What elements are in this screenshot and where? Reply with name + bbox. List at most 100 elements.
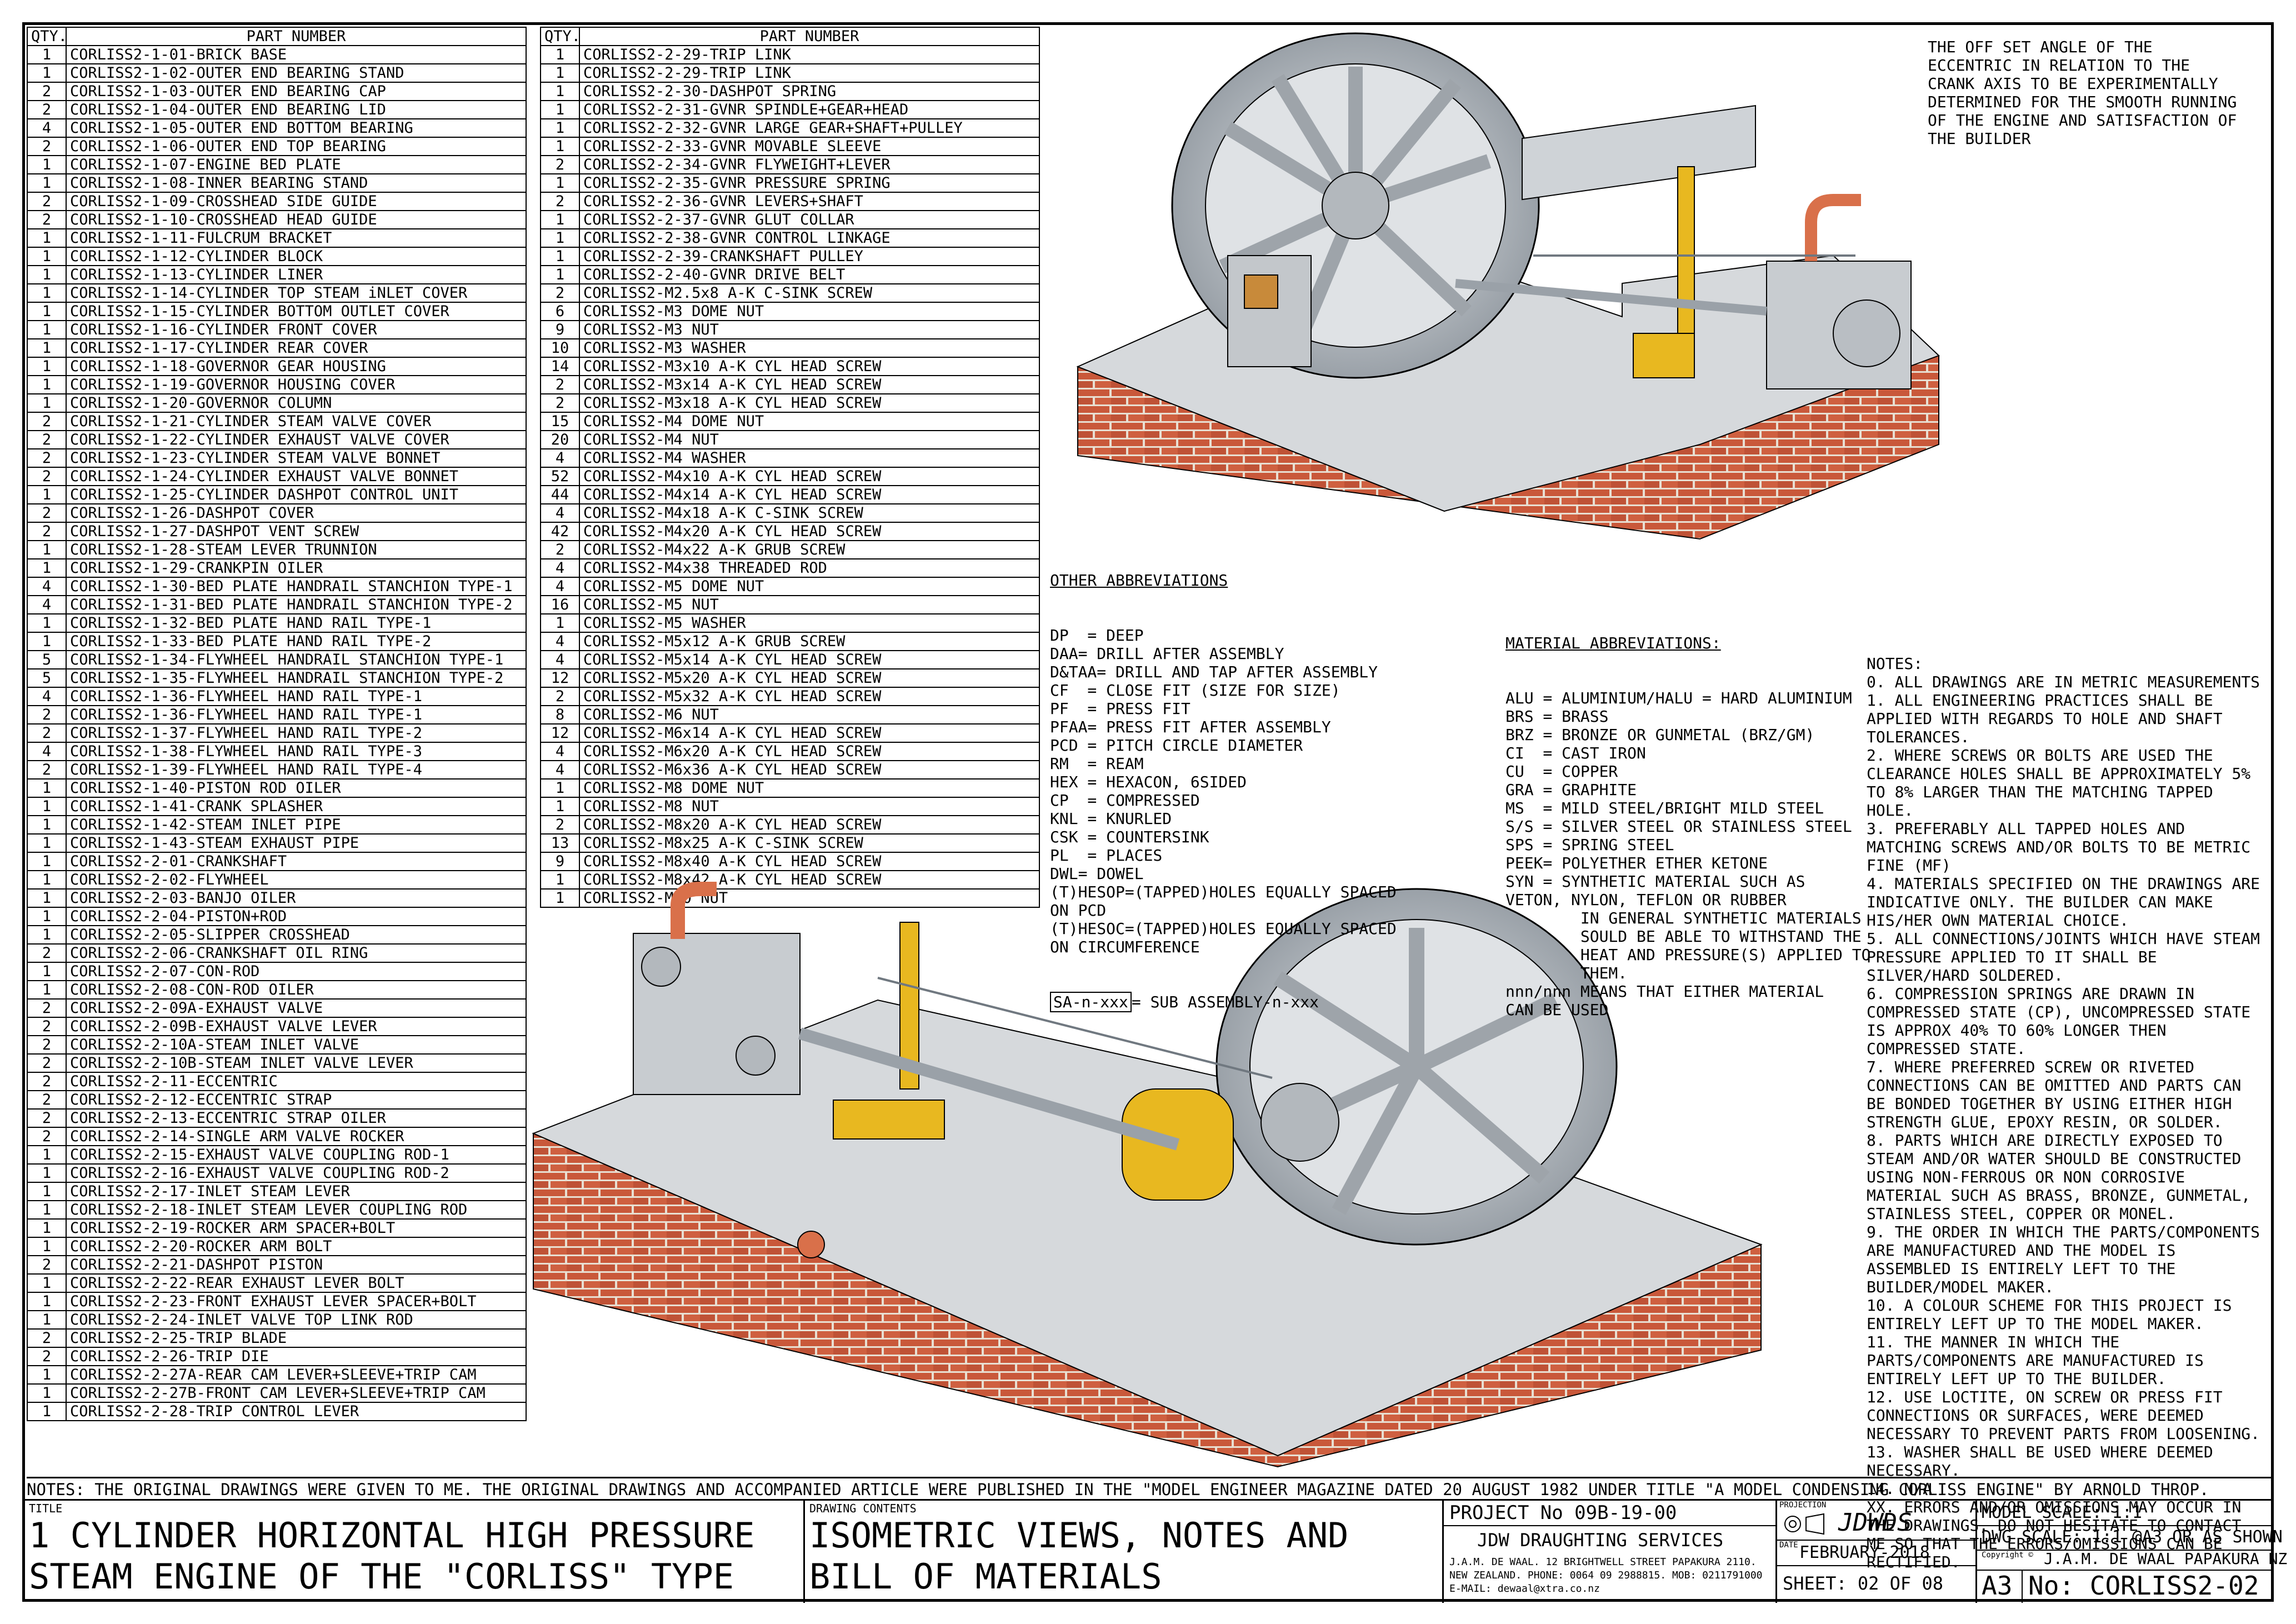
part-number-cell: CORLISS2-1-17-CYLINDER REAR COVER bbox=[66, 338, 527, 358]
part-number-cell: CORLISS2-1-33-BED PLATE HAND RAIL TYPE-2 bbox=[66, 632, 527, 651]
part-number-cell: CORLISS2-M4x14 A-K CYL HEAD SCREW bbox=[579, 485, 1040, 504]
part-number-cell: CORLISS2-2-19-ROCKER ARM SPACER+BOLT bbox=[66, 1218, 527, 1238]
part-number-cell: CORLISS2-M8x40 A-K CYL HEAD SCREW bbox=[579, 852, 1040, 871]
qty-cell: 1 bbox=[540, 118, 580, 138]
part-number-cell: CORLISS2-1-28-STEAM LEVER TRUNNION bbox=[66, 540, 527, 559]
part-number-cell: CORLISS2-2-26-TRIP DIE bbox=[66, 1347, 527, 1366]
abbreviation-line: PF = PRESS FIT bbox=[1050, 699, 1190, 718]
part-number-cell: CORLISS2-M4x10 A-K CYL HEAD SCREW bbox=[579, 467, 1040, 486]
qty-cell: 1 bbox=[27, 870, 67, 890]
qty-cell: 2 bbox=[27, 522, 67, 541]
sub-assembly-text: = SUB ASSEMBLY-n-xxx bbox=[1131, 993, 1319, 1011]
part-number-cell: CORLISS2-2-06-CRANKSHAFT OIL RING bbox=[66, 943, 527, 963]
scale-cell: MODEL SCALE: 1:1 DWG SCALE: 1:1 @A3 OR A… bbox=[1977, 1501, 2287, 1603]
piston-rod bbox=[798, 1027, 1180, 1151]
part-number-cell: CORLISS2-1-43-STEAM EXHAUST PIPE bbox=[66, 833, 527, 853]
part-number-cell: CORLISS2-2-30-DASHPOT SPRING bbox=[579, 82, 1040, 101]
qty-cell: 2 bbox=[540, 687, 580, 706]
qty-cell: 2 bbox=[27, 503, 67, 523]
material-line: BRZ = BRONZE OR GUNMETAL (BRZ/GM) bbox=[1505, 726, 1815, 744]
abbreviation-line: (T)HESOP=(TAPPED)HOLES EQUALLY SPACED bbox=[1050, 883, 1397, 901]
part-number-cell: CORLISS2-1-29-CRANKPIN OILER bbox=[66, 558, 527, 578]
qty-cell: 1 bbox=[27, 1200, 67, 1220]
part-number-cell: CORLISS2-1-26-DASHPOT COVER bbox=[66, 503, 527, 523]
qty-cell: 1 bbox=[27, 320, 67, 339]
part-number-cell: CORLISS2-2-09B-EXHAUST VALVE LEVER bbox=[66, 1017, 527, 1036]
qty-cell: 12 bbox=[540, 668, 580, 688]
part-number-cell: CORLISS2-1-42-STEAM INLET PIPE bbox=[66, 815, 527, 835]
note-item: 10. A COLOUR SCHEME FOR THIS PROJECT IS … bbox=[1867, 1296, 2232, 1333]
part-number-header: PART NUMBER bbox=[66, 27, 527, 46]
qty-cell: 1 bbox=[27, 357, 67, 376]
part-number-cell: CORLISS2-2-12-ECCENTRIC STRAP bbox=[66, 1090, 527, 1110]
projection-date-cell: PROJECTION JDWDS DATE FEBRUARY-2018 SHEE… bbox=[1777, 1501, 1977, 1603]
steam-inlet-pipe bbox=[671, 882, 717, 939]
material-line: BRS = BRASS bbox=[1505, 707, 1609, 726]
part-number-cell: CORLISS2-1-14-CYLINDER TOP STEAM iNLET C… bbox=[66, 283, 527, 303]
part-number-cell: CORLISS2-1-01-BRICK BASE bbox=[66, 45, 527, 64]
note-item: 12. USE LOCTITE, ON SCREW OR PRESS FIT C… bbox=[1867, 1388, 2260, 1443]
part-number-cell: CORLISS2-M2.5x8 A-K C-SINK SCREW bbox=[579, 283, 1040, 303]
qty-cell: 1 bbox=[27, 1365, 67, 1385]
qty-cell: 4 bbox=[540, 577, 580, 596]
qty-cell: 1 bbox=[540, 228, 580, 248]
qty-cell: 4 bbox=[540, 558, 580, 578]
qty-cell: 1 bbox=[27, 980, 67, 1000]
qty-cell: 1 bbox=[540, 173, 580, 193]
part-number-cell: CORLISS2-2-07-CON-ROD bbox=[66, 962, 527, 981]
part-number-cell: CORLISS2-1-37-FLYWHEEL HAND RAIL TYPE-2 bbox=[66, 723, 527, 743]
email: E-MAIL: dewaal@xtra.co.nz bbox=[1449, 1583, 1600, 1595]
projection-symbol-icon bbox=[1784, 1513, 1824, 1535]
part-number-cell: CORLISS2-1-19-GOVERNOR HOUSING COVER bbox=[66, 375, 527, 394]
qty-cell: 1 bbox=[540, 247, 580, 266]
qty-cell: 1 bbox=[27, 302, 67, 321]
part-number-cell: CORLISS2-1-20-GOVERNOR COLUMN bbox=[66, 393, 527, 413]
table-header-row: QTY. PART NUMBER bbox=[27, 27, 527, 46]
part-number-cell: CORLISS2-1-32-BED PLATE HAND RAIL TYPE-1 bbox=[66, 613, 527, 633]
qty-cell: 52 bbox=[540, 467, 580, 486]
qty-cell: 1 bbox=[27, 778, 67, 798]
part-number-cell: CORLISS2-2-35-GVNR PRESSURE SPRING bbox=[579, 173, 1040, 193]
title-line-2: STEAM ENGINE OF THE "CORLISS" TYPE bbox=[29, 1556, 734, 1597]
qty-cell: 2 bbox=[27, 723, 67, 743]
qty-cell: 2 bbox=[27, 137, 67, 156]
part-number-cell: CORLISS2-2-18-INLET STEAM LEVER COUPLING… bbox=[66, 1200, 527, 1220]
qty-cell: 1 bbox=[27, 173, 67, 193]
part-number-cell: CORLISS2-2-10B-STEAM INLET VALVE LEVER bbox=[66, 1053, 527, 1073]
material-line: HEAT AND PRESSURE(S) APPLIED TO bbox=[1505, 946, 1871, 964]
part-number-cell: CORLISS2-2-38-GVNR CONTROL LINKAGE bbox=[579, 228, 1040, 248]
part-number-cell: CORLISS2-2-14-SINGLE ARM VALVE ROCKER bbox=[66, 1127, 527, 1146]
material-abbreviations: MATERIAL ABBREVIATIONS: ALU = ALUMINIUM/… bbox=[1505, 597, 1870, 1037]
title-caption: TITLE bbox=[29, 1502, 63, 1515]
